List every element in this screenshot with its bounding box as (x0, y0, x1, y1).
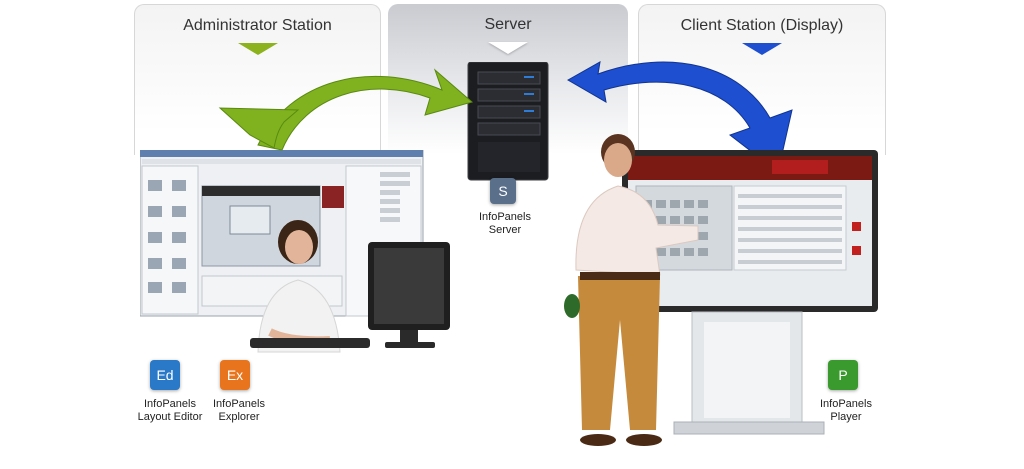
layout-editor-caption-line2: Layout Editor (137, 411, 203, 423)
server-title: Server (484, 16, 532, 33)
server-caption: InfoPanels Server (470, 211, 540, 237)
administrator-person-illustration (250, 220, 450, 353)
player-caption-line1: InfoPanels (820, 398, 872, 410)
server-caption-line1: InfoPanels (479, 211, 531, 223)
server-caption-line2: Server (488, 224, 522, 236)
admin-station-title: Administrator Station (183, 17, 332, 34)
explorer-caption-line1: InfoPanels (213, 398, 265, 410)
client-pointer-triangle (742, 43, 782, 55)
green-sync-arrow (218, 68, 474, 151)
player-caption: InfoPanels Player (808, 398, 884, 424)
layout-editor-icon: Ed (150, 360, 180, 390)
explorer-icon-letter: Ex (226, 367, 244, 383)
explorer-caption-line2: Explorer (218, 411, 260, 423)
client-station-title: Client Station (Display) (680, 17, 844, 34)
infopanels-server-icon: S (490, 178, 516, 204)
blue-sync-arrow (566, 61, 793, 173)
player-icon: P (828, 360, 858, 390)
player-icon-letter: P (838, 367, 848, 383)
server-icon-letter: S (498, 183, 508, 199)
layout-editor-caption: InfoPanels Layout Editor (130, 398, 210, 424)
player-caption-line2: Player (830, 411, 862, 423)
explorer-caption: InfoPanels Explorer (204, 398, 274, 424)
server-pointer-triangle (488, 42, 528, 54)
layout-editor-caption-line1: InfoPanels (144, 398, 196, 410)
presenter-person-illustration (564, 134, 699, 446)
explorer-icon: Ex (220, 360, 250, 390)
admin-pointer-triangle (237, 43, 278, 55)
layout-editor-icon-letter: Ed (156, 367, 174, 383)
